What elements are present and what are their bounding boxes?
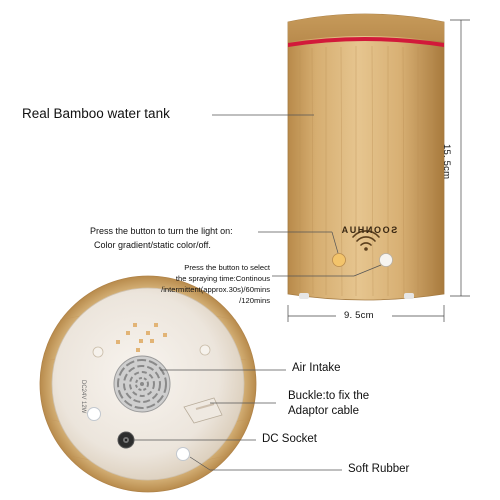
spray-button-icon[interactable] (379, 253, 393, 267)
base-marking: DC24V 12W (80, 380, 86, 414)
buckle-label-line1: Buckle:to fix the (288, 390, 370, 402)
spray-label-line2: the spraying time:Continous (175, 274, 270, 283)
wifi-mist-icon (352, 230, 380, 251)
light-button-icon[interactable] (332, 253, 346, 267)
buckle-label-line2: Adaptor cable (288, 405, 359, 417)
height-dimension-label: 15. 5cm (441, 144, 452, 180)
soft-rubber-foot (87, 407, 101, 421)
dc-socket-label: DC Socket (262, 433, 317, 445)
spray-label-line3: /intermittent(approx.30s)/60mins (161, 285, 270, 294)
red-ring (288, 37, 444, 47)
buckle (183, 397, 223, 424)
height-dimension (450, 19, 470, 297)
diffuser-base (39, 275, 257, 493)
brand-text: SOONHUA (340, 225, 398, 235)
tank-label: Real Bamboo water tank (22, 106, 170, 121)
spray-label-line4: /120mins (239, 296, 270, 305)
spray-label-line1: Press the button to select (184, 263, 270, 272)
soft-rubber-label: Soft Rubber (348, 463, 410, 475)
air-intake-vent (113, 355, 171, 413)
foot-left (299, 293, 309, 299)
foot-right (404, 293, 414, 299)
dc-socket (117, 431, 135, 449)
light-button-label-line2: Color gradient/static color/off. (94, 240, 211, 250)
soft-rubber-foot (176, 447, 190, 461)
diffuser-body (287, 13, 445, 301)
width-dimension (287, 305, 445, 322)
air-intake-label: Air Intake (292, 362, 341, 374)
spray-label: Press the button to select the spraying … (160, 262, 270, 306)
width-dimension-label: 9. 5cm (344, 310, 374, 321)
light-button-label-line1: Press the button to turn the light on: (90, 226, 233, 236)
